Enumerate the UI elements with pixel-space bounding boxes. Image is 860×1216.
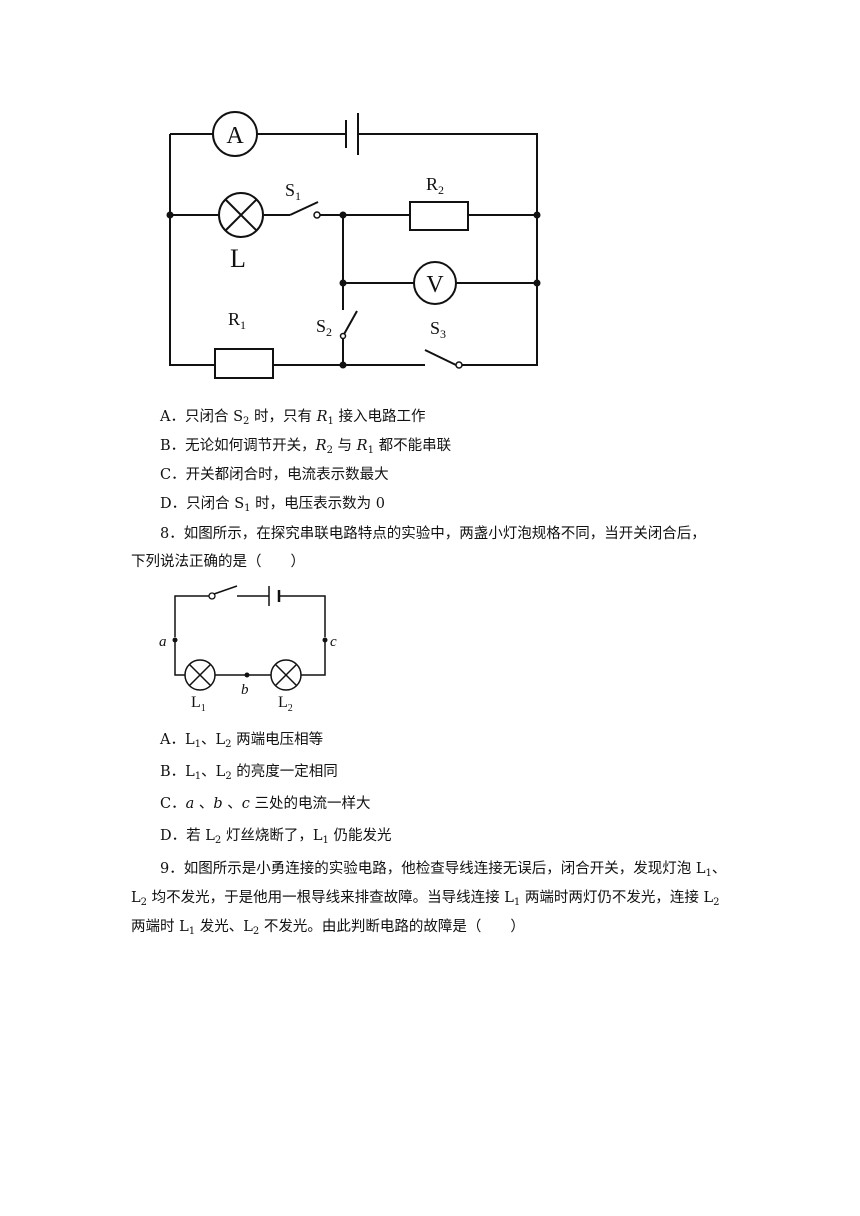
r1-label: R1 xyxy=(228,309,246,332)
s3-label: S3 xyxy=(430,318,446,341)
l1-label: L1 xyxy=(191,694,206,714)
q7-option-c[interactable]: C．开关都闭合时，电流表示数最大 xyxy=(160,467,389,483)
circuit-diagram-1: A L S1 R2 V S2 R1 xyxy=(166,111,541,379)
q9-stem-line3: 两端时 L1 发光、L2 不发光。由此判断电路的故障是（ ） xyxy=(131,919,525,937)
q8-stem-line1: 8．如图所示，在探究串联电路特点的实验中，两盏小灯泡规格不同，当开关闭合后， xyxy=(160,526,706,542)
voltmeter-label: V xyxy=(426,272,444,298)
ammeter-icon: A xyxy=(212,111,258,157)
s1-label: S1 xyxy=(285,180,301,203)
q7-option-d[interactable]: D．只闭合 S1 时，电压表示数为 0 xyxy=(160,496,385,514)
switch-s3-icon xyxy=(424,349,463,369)
l2-label: L2 xyxy=(278,694,293,714)
q9-stem-line1: 9．如图所示是小勇连接的实验电路，他检查导线连接无误后，闭合开关，发现灯泡 L1… xyxy=(160,861,727,879)
r2-label: R2 xyxy=(426,174,444,197)
q8-option-b[interactable]: B．L1、L2 的亮度一定相同 xyxy=(160,764,338,782)
circuit-diagram-2: a c b L1 L2 xyxy=(159,585,337,714)
voltmeter-icon: V xyxy=(413,261,457,305)
resistor-r2-icon xyxy=(409,201,469,231)
switch-icon xyxy=(208,585,238,600)
q7-option-a[interactable]: A．只闭合 S2 时，只有 R1 接入电路工作 xyxy=(160,409,426,427)
bulb-l1-icon xyxy=(184,659,216,691)
q8-option-c[interactable]: C．a 、b 、c 三处的电流一样大 xyxy=(160,796,371,812)
q8-option-d[interactable]: D．若 L2 灯丝烧断了，L1 仍能发光 xyxy=(160,828,392,846)
point-c-label: c xyxy=(330,634,337,650)
junction-dots xyxy=(166,211,541,369)
switch-s1-icon xyxy=(289,201,321,219)
battery-icon xyxy=(268,586,281,606)
q7-option-b[interactable]: B．无论如何调节开关，R2 与 R1 都不能串联 xyxy=(160,438,452,456)
lamp-icon xyxy=(218,192,264,238)
battery-icon xyxy=(345,113,359,155)
q8-option-a[interactable]: A．L1、L2 两端电压相等 xyxy=(160,732,324,750)
bulb-l2-icon xyxy=(270,659,302,691)
q9-stem-line2: L2 均不发光，于是他用一根导线来排查故障。当导线连接 L1 两端时两灯仍不发光… xyxy=(131,890,720,908)
resistor-r1-icon xyxy=(214,348,274,379)
point-a-label: a xyxy=(159,634,167,650)
s2-label: S2 xyxy=(316,316,332,339)
point-b-label: b xyxy=(241,682,249,698)
point-dots xyxy=(172,637,328,678)
switch-s2-icon xyxy=(339,310,358,340)
q8-stem-line2: 下列说法正确的是（ ） xyxy=(131,554,305,570)
lamp-label: L xyxy=(230,244,246,273)
ammeter-label: A xyxy=(226,123,244,149)
